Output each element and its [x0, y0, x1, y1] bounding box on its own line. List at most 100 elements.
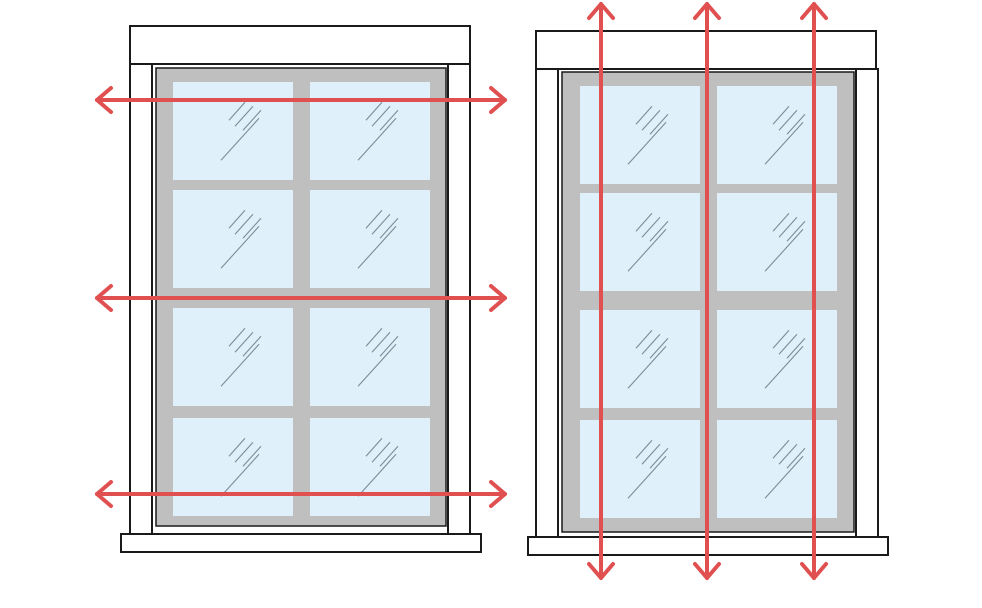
pane-glass	[310, 308, 430, 406]
pane-glass	[717, 86, 837, 184]
glint-line	[365, 209, 383, 229]
glint-line	[764, 455, 804, 499]
glint-line	[627, 121, 667, 165]
double-headed-arrow-icon	[95, 480, 507, 508]
arrow-head-bottom	[587, 562, 615, 580]
glint-line	[220, 117, 260, 161]
glint-line	[778, 333, 798, 355]
glint-line	[242, 217, 262, 239]
glint-line	[371, 105, 391, 127]
glint-line	[228, 209, 246, 229]
glint-line	[772, 329, 790, 349]
glass-pane	[717, 420, 837, 518]
double-headed-arrow-icon	[693, 2, 721, 580]
pane-glass	[173, 308, 293, 406]
glint-line	[635, 329, 653, 349]
pane-glass	[173, 190, 293, 288]
glint-line	[786, 337, 806, 359]
glint-line	[228, 437, 246, 457]
glint-line	[357, 225, 397, 269]
glint-line	[357, 343, 397, 387]
glint-line	[371, 441, 391, 463]
pane-glass	[580, 420, 700, 518]
right-jamb	[855, 68, 879, 538]
glint-line	[641, 109, 661, 131]
glint-line	[365, 101, 383, 121]
glint-line	[641, 333, 661, 355]
pane-glass	[310, 190, 430, 288]
glint-line	[786, 113, 806, 135]
glint-line	[635, 212, 653, 232]
glint-line	[649, 220, 669, 242]
window-head	[129, 25, 471, 65]
arrow-head-right	[489, 284, 507, 312]
glint-line	[778, 443, 798, 465]
glint-line	[627, 345, 667, 389]
arrow-head-top	[587, 2, 615, 20]
glint-line	[242, 335, 262, 357]
glass-pane	[310, 82, 430, 180]
glint-line	[220, 225, 260, 269]
glint-line	[641, 216, 661, 238]
glint-line	[365, 327, 383, 347]
glint-line	[627, 455, 667, 499]
glass-pane	[173, 190, 293, 288]
glint-line	[772, 105, 790, 125]
pane-glass	[717, 420, 837, 518]
glint-line	[220, 453, 260, 497]
glint-line	[220, 343, 260, 387]
glint-line	[627, 228, 667, 272]
double-headed-arrow-icon	[95, 86, 507, 114]
glass-pane	[580, 420, 700, 518]
glint-line	[242, 109, 262, 131]
left-jamb	[535, 68, 559, 538]
glint-line	[772, 212, 790, 232]
arrow-head-top	[693, 2, 721, 20]
glass-pane	[580, 193, 700, 291]
glass-pane	[310, 418, 430, 516]
glint-line	[234, 441, 254, 463]
window-width-measurement	[95, 25, 507, 553]
glint-line	[228, 101, 246, 121]
glint-line	[764, 345, 804, 389]
double-headed-arrow-icon	[587, 2, 615, 580]
window-height-measurement	[527, 2, 889, 580]
glint-line	[379, 109, 399, 131]
arrow-head-left	[95, 86, 113, 114]
pane-glass	[717, 310, 837, 408]
glint-line	[778, 216, 798, 238]
pane-glass	[310, 418, 430, 516]
glass-pane	[310, 308, 430, 406]
glint-line	[379, 445, 399, 467]
glass-pane	[310, 190, 430, 288]
glint-line	[641, 443, 661, 465]
glass-pane	[717, 193, 837, 291]
pane-glass	[717, 193, 837, 291]
glint-line	[234, 331, 254, 353]
glint-line	[371, 213, 391, 235]
double-headed-arrow-icon	[95, 284, 507, 312]
glint-line	[379, 217, 399, 239]
arrow-head-left	[95, 284, 113, 312]
pane-glass	[580, 193, 700, 291]
glint-line	[234, 105, 254, 127]
glass-pane	[173, 418, 293, 516]
glint-line	[786, 220, 806, 242]
arrow-head-right	[489, 86, 507, 114]
glint-line	[635, 105, 653, 125]
glass-pane	[717, 310, 837, 408]
glint-line	[764, 228, 804, 272]
glint-line	[649, 447, 669, 469]
glint-line	[786, 447, 806, 469]
glint-line	[242, 445, 262, 467]
arrow-head-right	[489, 480, 507, 508]
glint-line	[778, 109, 798, 131]
pane-glass	[310, 82, 430, 180]
glint-line	[772, 439, 790, 459]
glint-line	[649, 113, 669, 135]
pane-glass	[173, 82, 293, 180]
arrow-head-left	[95, 480, 113, 508]
glint-line	[234, 213, 254, 235]
glint-line	[228, 327, 246, 347]
